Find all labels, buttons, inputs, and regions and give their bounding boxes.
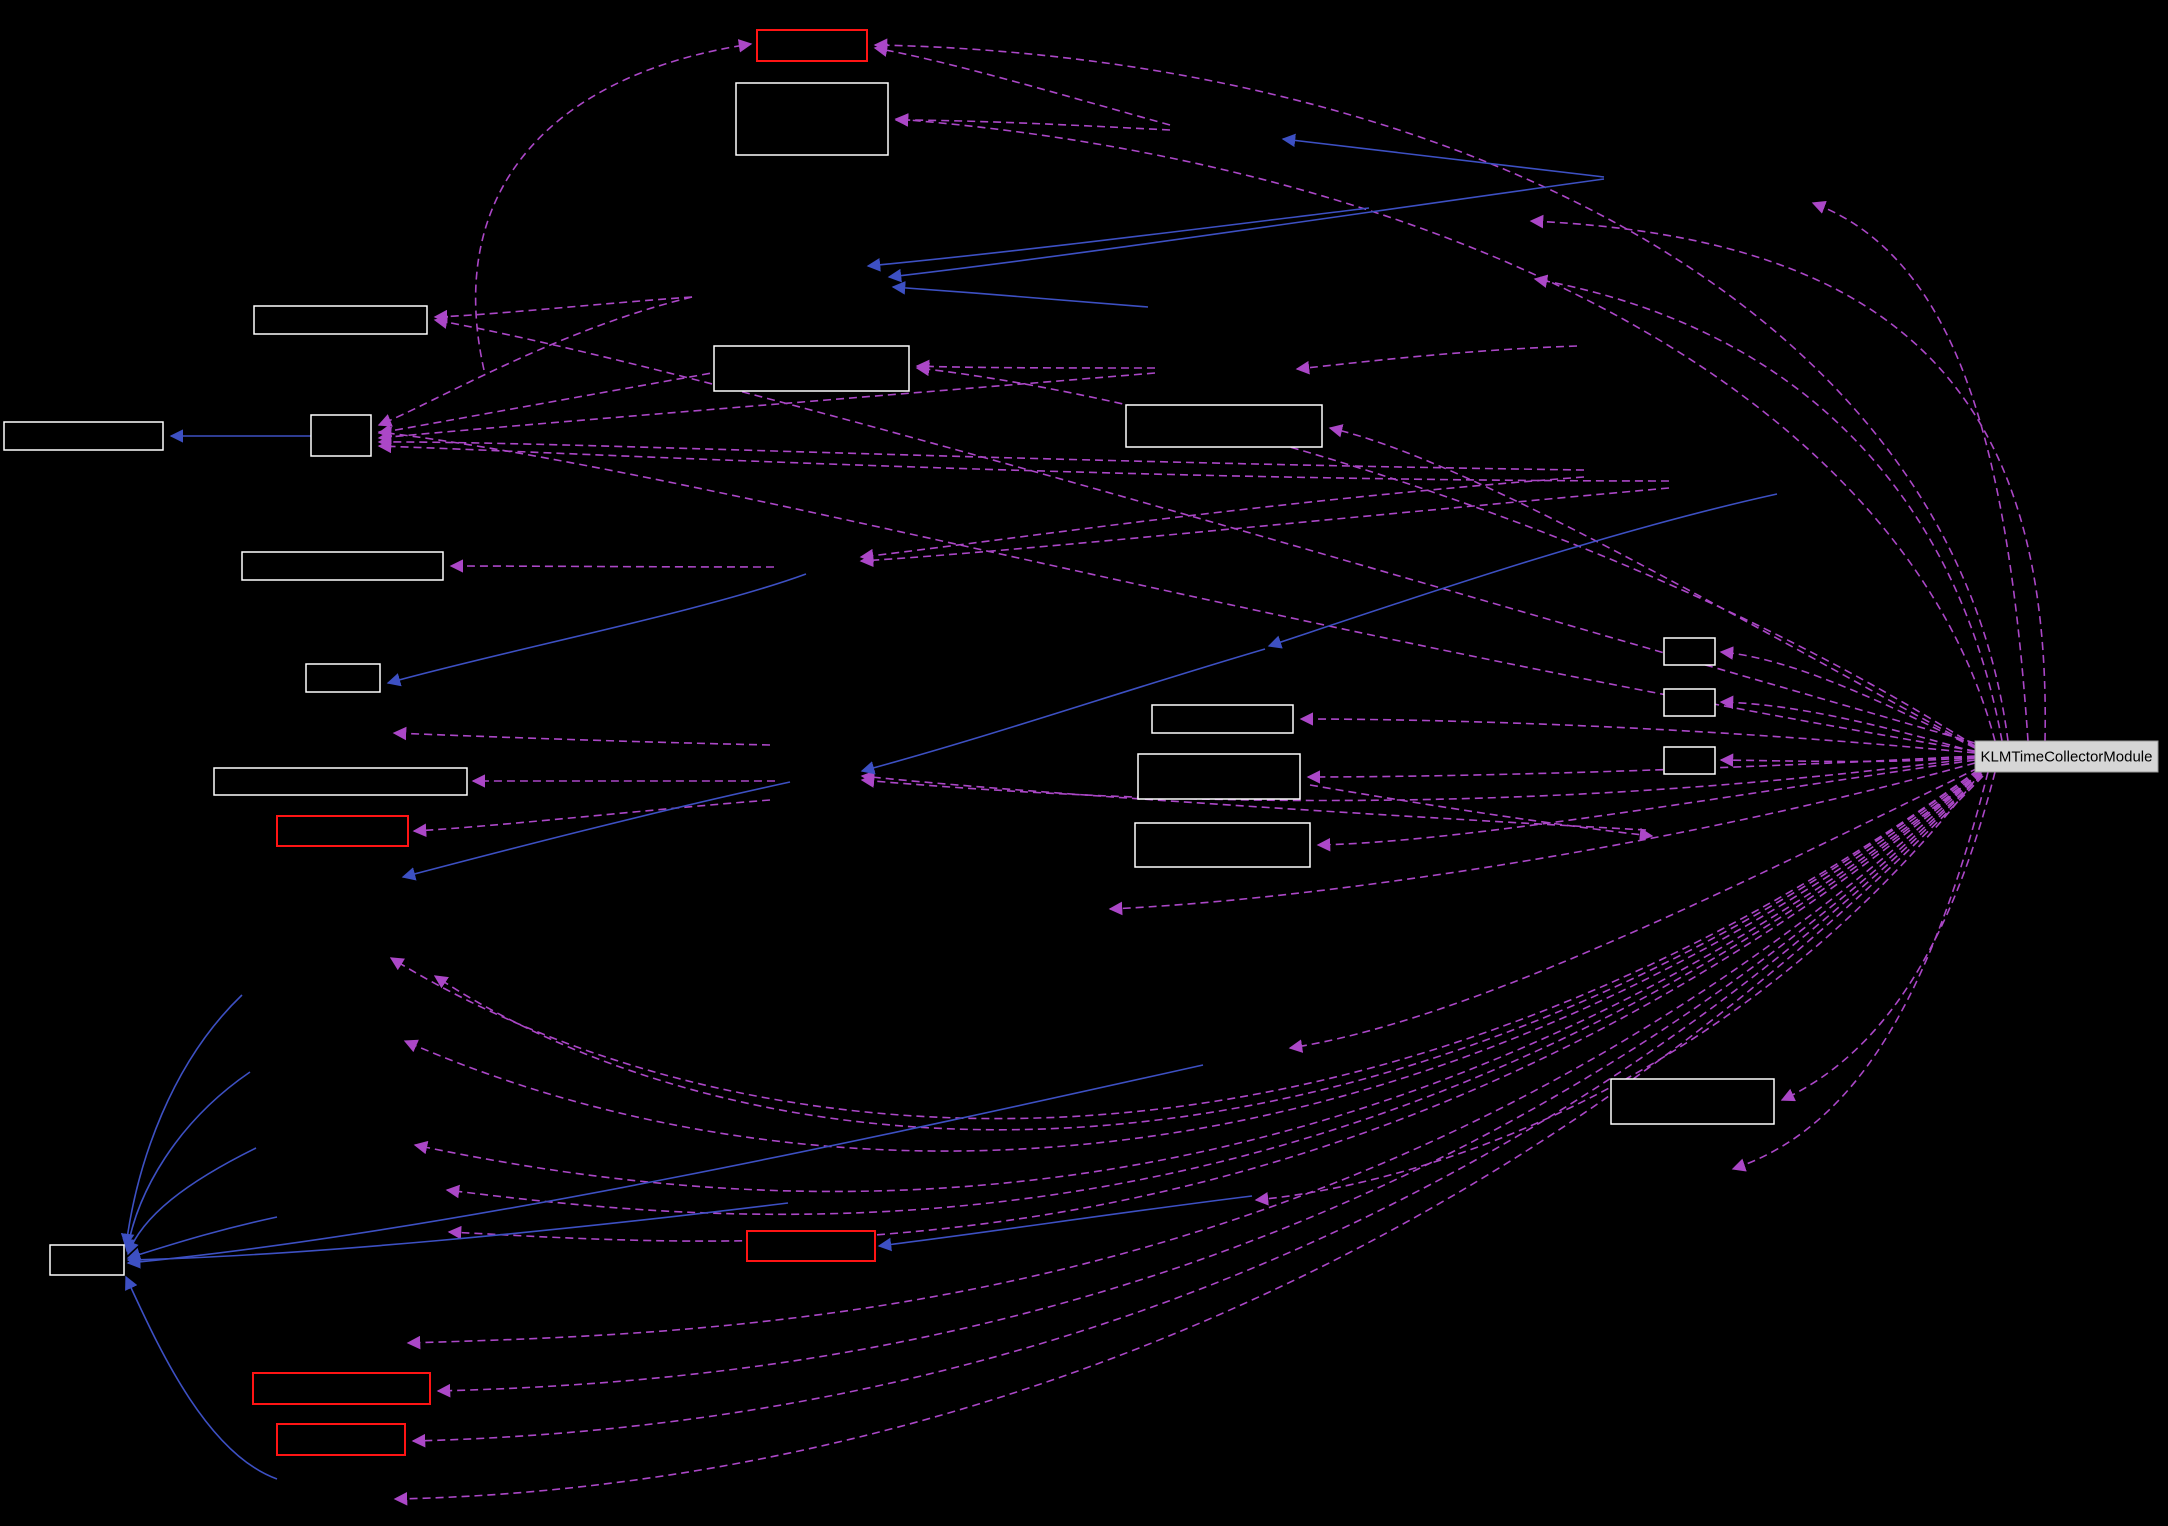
dashed-dependency-edge (433, 769, 1979, 1131)
graph-node-n2[interactable] (735, 82, 889, 156)
dashed-dependency-edge (406, 772, 1982, 1350)
solid-dependency-edge (860, 648, 1266, 775)
dashed-dependency-edge (859, 476, 1585, 563)
dashed-dependency-edge (1108, 762, 1976, 916)
graph-node-n21[interactable] (276, 1423, 406, 1456)
node-klmtimecollectormodule[interactable] (1974, 740, 2159, 773)
dashed-dependency-edge (1533, 274, 2003, 742)
dashed-dependency-edge (873, 43, 1171, 126)
solid-dependency-edge (125, 1275, 278, 1480)
graph-node-n9[interactable] (305, 663, 381, 693)
graph-node-n20[interactable] (252, 1372, 431, 1405)
dashed-dependency-edge (873, 38, 2009, 742)
dashed-dependency-edge (1719, 695, 1976, 753)
dashed-dependency-edge (1328, 424, 1976, 748)
dashed-dependency-edge (377, 435, 1585, 471)
dashed-dependency-edge (445, 771, 1982, 1216)
dashed-dependency-edge (413, 771, 1981, 1193)
dashed-dependency-edge (447, 772, 1982, 1242)
graph-node-n10c[interactable] (1663, 746, 1716, 775)
edges-layer (120, 38, 2046, 1506)
dashed-dependency-edge (377, 296, 693, 427)
dashed-dependency-edge (449, 559, 775, 573)
solid-dependency-edge (126, 1064, 1204, 1269)
nodes-layer: KLMTimeCollectorModule (3, 29, 2159, 1456)
graph-node-n19[interactable] (49, 1244, 125, 1276)
graph-node-n11[interactable] (1151, 704, 1294, 734)
dashed-dependency-edge (860, 757, 1976, 802)
dashed-dependency-edge (894, 113, 1996, 742)
dashed-dependency-edge (433, 315, 1976, 744)
dashed-dependency-edge (1254, 770, 1983, 1206)
graph-node-n15[interactable] (1134, 822, 1311, 868)
graph-node-n8[interactable] (241, 551, 444, 581)
dashed-dependency-edge (377, 372, 1156, 444)
dashed-dependency-edge (1288, 767, 1979, 1053)
dashed-dependency-edge (1306, 755, 1976, 784)
dashed-dependency-edge (377, 439, 1670, 482)
dashed-dependency-edge (1719, 753, 1976, 767)
dashed-dependency-edge (1316, 759, 1976, 852)
node-label: KLMTimeCollectorModule (1980, 749, 2152, 766)
graph-node-n10b[interactable] (1663, 688, 1716, 717)
dashed-dependency-edge (1719, 646, 1976, 749)
dashed-dependency-edge (1299, 712, 1976, 754)
graph-node-n14[interactable] (276, 815, 409, 847)
solid-dependency-edge (866, 207, 1370, 272)
dashed-dependency-edge (915, 362, 1976, 747)
dashed-dependency-edge (393, 775, 1984, 1506)
dashed-dependency-edge (403, 770, 1980, 1152)
solid-dependency-edge (1281, 133, 1605, 178)
dashed-dependency-edge (894, 113, 1171, 131)
solid-dependency-edge (125, 1147, 257, 1256)
solid-dependency-edge (401, 781, 791, 881)
solid-dependency-edge (126, 1216, 278, 1261)
graph-node-n4[interactable] (713, 345, 910, 392)
dashed-dependency-edge (1295, 345, 1578, 375)
solid-dependency-edge (126, 1202, 789, 1267)
graph-node-n18[interactable] (746, 1230, 876, 1262)
dashed-dependency-edge (1780, 771, 1996, 1102)
dashed-dependency-edge (377, 426, 1976, 752)
dashed-dependency-edge (1309, 784, 1654, 842)
solid-dependency-edge (887, 178, 1605, 283)
dashed-dependency-edge (412, 799, 771, 838)
solid-dependency-edge (122, 1071, 251, 1253)
dashed-dependency-edge (1529, 214, 2046, 742)
graph-node-n5[interactable] (1125, 404, 1323, 448)
dashed-dependency-edge (392, 726, 771, 746)
solid-dependency-edge (891, 281, 1149, 308)
graph-node-n17[interactable] (1610, 1078, 1775, 1125)
dashed-dependency-edge (915, 359, 1156, 374)
graph-node-n1[interactable] (756, 29, 868, 62)
graph-node-n12[interactable] (1137, 753, 1301, 800)
dashed-dependency-edge (474, 39, 753, 371)
solid-dependency-edge (386, 573, 807, 687)
dashed-dependency-edge (1731, 771, 1989, 1172)
dashed-dependency-edge (859, 487, 1670, 568)
dashed-dependency-edge (433, 296, 693, 324)
solid-dependency-edge (1267, 493, 1778, 649)
dashed-dependency-edge (1811, 200, 2029, 742)
dashed-dependency-edge (377, 361, 775, 438)
dashed-dependency-edge (436, 773, 1983, 1398)
graph-node-n6[interactable] (3, 421, 164, 451)
solid-dependency-edge (877, 1195, 1253, 1252)
graph-node-n10a[interactable] (1663, 637, 1716, 666)
dashed-dependency-edge (389, 769, 1979, 1120)
graph-node-n3[interactable] (253, 305, 428, 335)
graph-node-n7[interactable] (310, 414, 372, 457)
dashed-dependency-edge (860, 770, 1647, 831)
solid-dependency-edge (120, 994, 243, 1248)
graph-node-n13[interactable] (213, 767, 468, 796)
